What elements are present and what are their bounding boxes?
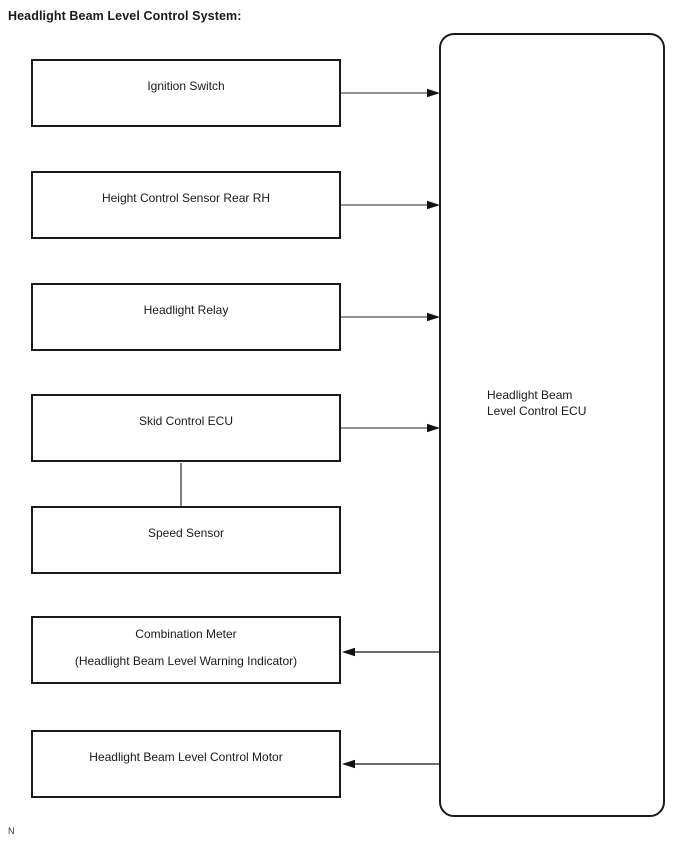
- node-label: Combination Meter: [135, 627, 237, 641]
- node-label: Headlight Relay: [143, 303, 229, 317]
- node-label: Ignition Switch: [147, 79, 225, 93]
- node-speed-sensor: Speed Sensor: [31, 506, 341, 574]
- arrow-skid-control-ecu-to-ecu: [341, 423, 440, 433]
- node-label: Height Control Sensor Rear RH: [101, 191, 271, 205]
- node-label: Speed Sensor: [147, 526, 225, 540]
- arrow-headlight-relay-to-ecu: [341, 312, 440, 322]
- node-headlight-relay: Headlight Relay: [31, 283, 341, 351]
- ecu-label-line2: Level Control ECU: [487, 404, 587, 418]
- node-headlight-beam-level-control-motor: Headlight Beam Level Control Motor: [31, 730, 341, 798]
- arrow-ecu-to-combination-meter: [342, 647, 439, 657]
- node-label: Skid Control ECU: [138, 414, 234, 428]
- node-skid-control-ecu: Skid Control ECU: [31, 394, 341, 462]
- node-height-control-sensor-rear-rh: Height Control Sensor Rear RH: [31, 171, 341, 239]
- arrow-ecu-to-beam-level-control-motor: [342, 759, 439, 769]
- arrow-ignition-switch-to-ecu: [341, 88, 440, 98]
- node-label: Headlight Beam Level Control Motor: [89, 750, 283, 764]
- node-sublabel: (Headlight Beam Level Warning Indicator): [74, 654, 298, 668]
- page-marker: N: [8, 826, 15, 836]
- ecu-label-line1: Headlight Beam: [487, 388, 573, 402]
- node-ignition-switch: Ignition Switch: [31, 59, 341, 127]
- ecu-label: Headlight Beam Level Control ECU: [487, 387, 586, 419]
- diagram-title: Headlight Beam Level Control System:: [8, 9, 242, 23]
- arrow-height-control-sensor-to-ecu: [341, 200, 440, 210]
- node-combination-meter: Combination Meter (Headlight Beam Level …: [31, 616, 341, 684]
- node-headlight-beam-level-control-ecu: Headlight Beam Level Control ECU: [439, 33, 665, 817]
